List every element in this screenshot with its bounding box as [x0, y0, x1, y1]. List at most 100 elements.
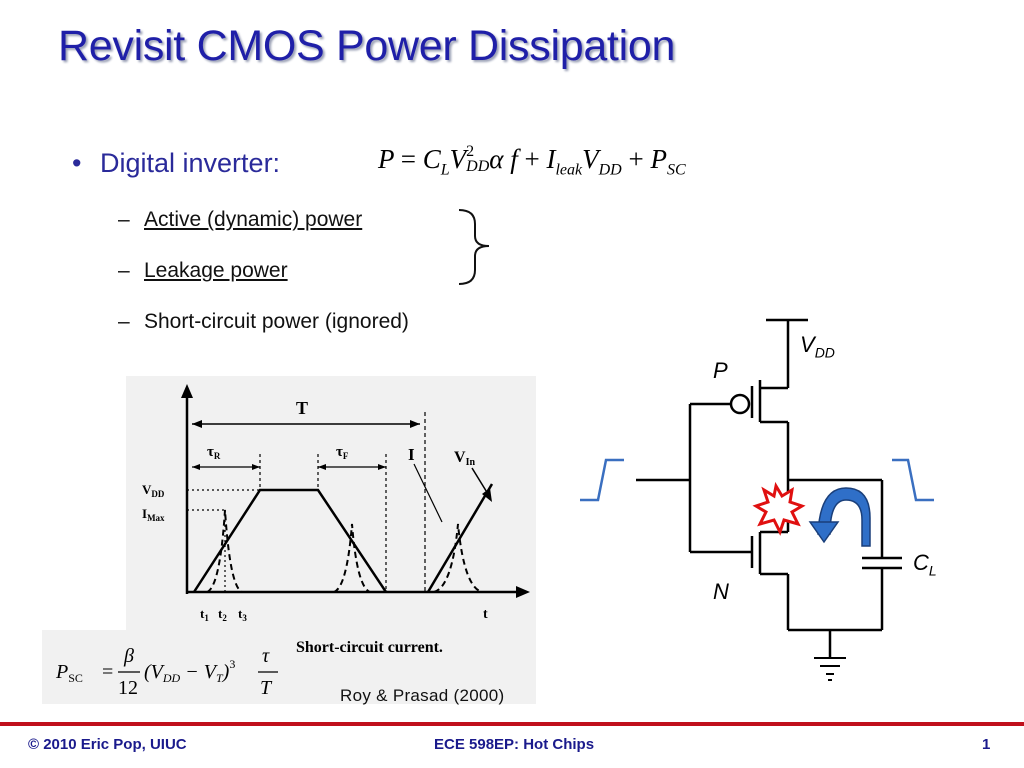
current-pulse-fall: [333, 523, 371, 593]
label-t3-sub: 3: [242, 613, 247, 623]
psc-T: T: [260, 677, 273, 699]
footer-center: ECE 598EP: Hot Chips: [434, 736, 595, 753]
label-tau-r: τ: [207, 444, 214, 460]
subitem-label: Leakage power: [144, 259, 288, 282]
formula-v2: V: [582, 144, 599, 174]
svg-text:t2: t2: [218, 606, 227, 623]
bullet-digital-inverter: • Digital inverter:: [72, 148, 280, 179]
label-t1: t: [200, 606, 205, 621]
x-axis-arrow-icon: [516, 586, 530, 598]
svg-text:VDD: VDD: [142, 482, 165, 499]
psc-num: β: [123, 645, 134, 667]
psc-minus: − V: [180, 661, 218, 683]
pmos-bubble: [729, 393, 751, 415]
formula-p2-sub: SC: [666, 161, 686, 179]
svg-text:t3: t3: [238, 606, 247, 623]
formula-v-sup: 2: [466, 143, 475, 161]
subitem-leakage-power: –Leakage power: [118, 259, 288, 283]
label-pmos: P: [713, 358, 728, 383]
current-pulse-rise: [206, 509, 243, 593]
label-t3: t: [238, 606, 243, 621]
formula-p: P: [378, 144, 395, 174]
curved-arrow-icon: [808, 521, 840, 544]
input-step-icon: [580, 458, 624, 502]
output-step-icon: [892, 458, 934, 502]
spark-icon: [752, 481, 806, 536]
footer-left: © 2010 Eric Pop, UIUC: [28, 736, 187, 753]
label-t1-sub: 1: [204, 613, 209, 623]
footer-rule: [0, 722, 1024, 726]
ground-icon: [814, 657, 846, 681]
psc-eq: =: [102, 661, 113, 683]
current-pulse-rise-2: [433, 523, 483, 593]
subitem-label: Short-circuit power (ignored): [144, 310, 409, 333]
psc-close: ): [222, 661, 230, 683]
label-vdd-circuit: VDD: [800, 332, 835, 361]
formula-plus-1: +: [524, 144, 540, 174]
formula-alpha: α: [489, 144, 504, 174]
formula-i-sub: leak: [555, 161, 583, 179]
label-vin: V: [454, 449, 466, 466]
citation: Roy & Prasad (2000): [340, 686, 505, 705]
charge-arrow-body: [817, 487, 871, 547]
formula-c-sub: L: [440, 161, 450, 179]
formula-f: f: [510, 144, 518, 174]
formula-v2-sub: DD: [598, 161, 622, 179]
svg-text:(VDD − VT)3: (VDD − VT)3: [144, 657, 235, 685]
formula-eq: =: [400, 144, 416, 174]
psc-lhs: P: [55, 661, 68, 683]
subitem-active-power: –Active (dynamic) power: [118, 208, 362, 232]
bullet-label: Digital inverter:: [100, 148, 281, 178]
svg-text:PSC: PSC: [55, 661, 83, 685]
label-t2-sub: 2: [222, 613, 227, 623]
label-vdd-sub: DD: [151, 489, 164, 499]
subitem-marker: –: [118, 259, 130, 282]
svg-text:τR: τR: [207, 444, 221, 461]
label-t2: t: [218, 606, 223, 621]
short-circuit-waveform-figure: T τR τF VDD IMax I VIn t1 t2 t3 t Short-…: [42, 376, 536, 704]
psc-formula: PSC = β 12 (VDD − VT)3 τ T: [55, 645, 278, 699]
label-T: T: [296, 398, 308, 418]
label-t: t: [483, 607, 488, 622]
label-tau-f: τ: [336, 444, 343, 460]
label-tau-r-sub: R: [214, 451, 221, 461]
psc-vdd-sub: DD: [162, 671, 181, 685]
svg-text:IMax: IMax: [142, 506, 165, 523]
subitem-marker: –: [118, 208, 130, 231]
svg-text:t1: t1: [200, 606, 209, 623]
formula-v: V: [449, 144, 467, 174]
formula-i: I: [546, 144, 556, 174]
label-tau-f-sub: F: [343, 451, 349, 461]
y-axis-arrow-icon: [181, 384, 193, 398]
curly-brace-icon: [458, 209, 490, 285]
label-nmos: N: [713, 579, 729, 604]
formula-plus-2: +: [628, 144, 644, 174]
formula-v-sub: DD: [466, 157, 490, 175]
psc-pow: 3: [229, 657, 235, 671]
label-i: I: [408, 445, 415, 464]
svg-text:VIn: VIn: [454, 449, 475, 468]
label-imax-sub: Max: [147, 513, 165, 523]
footer-page-number: 1: [982, 736, 991, 753]
psc-den: 12: [118, 677, 138, 699]
bullet-marker: •: [72, 148, 82, 178]
label-vdd: V: [142, 482, 152, 497]
label-imax: I: [142, 506, 147, 521]
psc-lhs-sub: SC: [68, 671, 83, 685]
psc-vt-sub: T: [216, 671, 224, 685]
label-vin-sub: In: [466, 457, 476, 468]
label-cl: CL: [913, 550, 937, 579]
cmos-inverter-circuit: [580, 318, 934, 681]
formula-p2: P: [650, 144, 667, 174]
figure-caption: Short-circuit current.: [296, 639, 443, 656]
slide-title: Revisit CMOS Power Dissipation: [58, 22, 676, 70]
subitem-label: Active (dynamic) power: [144, 208, 363, 231]
formula-c: C: [422, 144, 441, 174]
subitem-marker: –: [118, 310, 130, 333]
formula-background: [42, 630, 536, 704]
subitem-short-circuit-power: –Short-circuit power (ignored): [118, 310, 409, 334]
vin-trapezoid: [192, 488, 388, 593]
svg-text:τF: τF: [336, 444, 349, 461]
psc-body: (V: [144, 661, 166, 683]
